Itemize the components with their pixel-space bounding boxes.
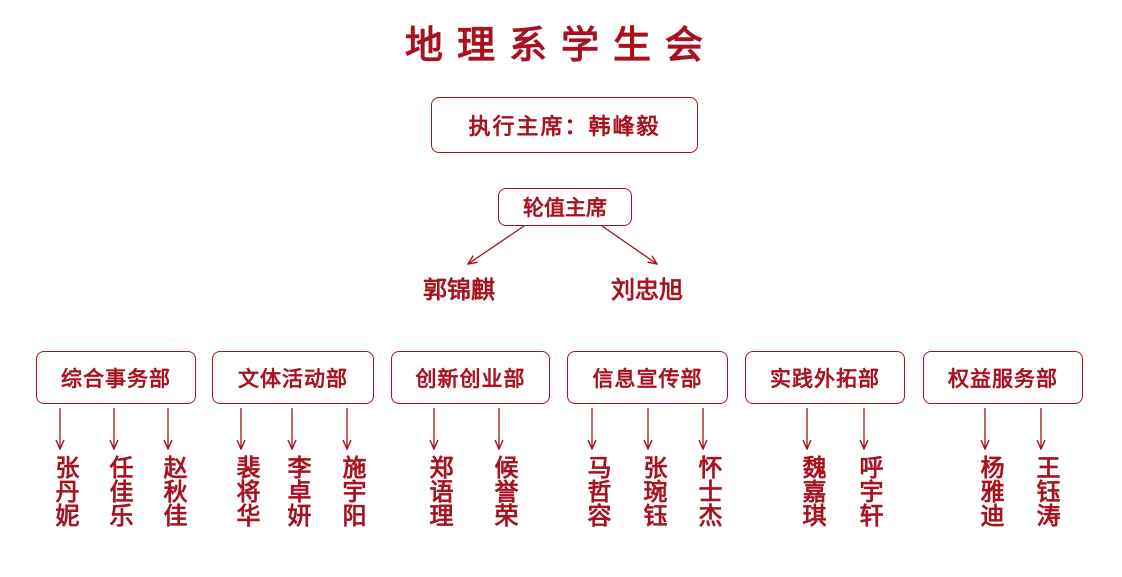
member-name: 怀士杰 (694, 455, 723, 527)
member-name: 裴将华 (232, 455, 261, 527)
rotating-chair-member: 郭锦麒 (423, 275, 495, 304)
member-name: 郑语理 (425, 455, 454, 527)
department-box: 文体活动部 (212, 351, 374, 404)
page-title: 地理系学生会 (404, 22, 717, 67)
member-name: 张琬钰 (639, 455, 668, 527)
member-name: 王钰涛 (1032, 455, 1061, 527)
executive-chair-box: 执行主席：韩峰毅 (431, 97, 698, 153)
member-name: 马哲容 (583, 455, 612, 527)
member-name: 任佳乐 (105, 455, 134, 527)
department-box: 实践外拓部 (745, 351, 905, 404)
department-box: 信息宣传部 (567, 351, 728, 404)
member-name: 赵秋佳 (159, 455, 188, 527)
member-name: 魏嘉琪 (798, 455, 827, 527)
member-name: 张丹妮 (51, 455, 80, 527)
member-name: 候誉荣 (490, 455, 519, 527)
member-name: 李卓妍 (283, 455, 312, 527)
department-box: 权益服务部 (923, 351, 1083, 404)
rotating-chair-box: 轮值主席 (498, 188, 632, 226)
member-name: 施宇阳 (338, 455, 367, 527)
arrow-to-member (468, 225, 525, 264)
arrow-to-member (601, 225, 657, 264)
rotating-chair-member: 刘忠旭 (611, 275, 683, 304)
member-name: 杨雅迪 (976, 455, 1005, 527)
department-box: 综合事务部 (36, 351, 196, 404)
member-name: 呼宇轩 (855, 455, 884, 527)
department-box: 创新创业部 (391, 351, 550, 404)
